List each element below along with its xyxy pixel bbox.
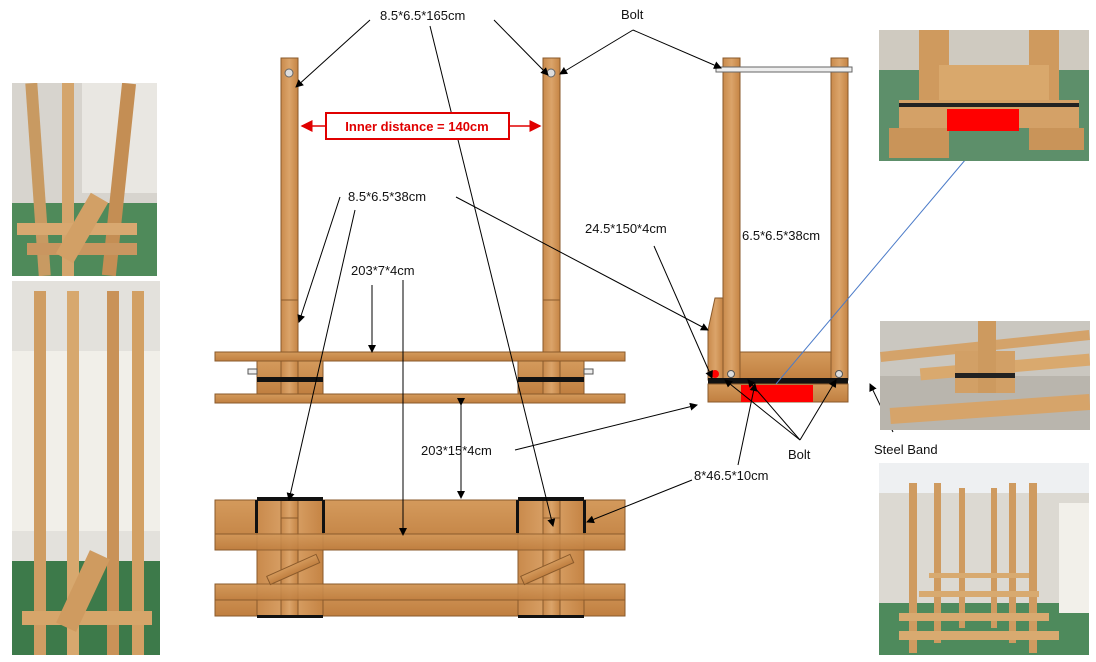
label-top-rail-dim: 203*7*4cm [351, 263, 415, 278]
bolt-icon [835, 370, 843, 378]
label-bottom-rail-dim: 203*15*4cm [421, 443, 492, 458]
steel-band [518, 497, 584, 501]
red-dot-icon [711, 370, 719, 378]
bottom-rail [214, 393, 626, 404]
photo-steel-band-right [880, 321, 1090, 430]
label-steel-band: Steel Band [874, 442, 938, 457]
left-post [280, 57, 299, 375]
inner-distance-box [325, 112, 510, 140]
label-board-dim: 24.5*150*4cm [585, 221, 667, 236]
steel-band [257, 377, 323, 382]
front-view [214, 57, 626, 404]
photo-base-closeup-top-right [879, 30, 1089, 161]
dimension-labels: 8.5*6.5*165cm Bolt 8.5*6.5*38cm 24.5*150… [348, 7, 938, 483]
label-post-dim: 8.5*6.5*165cm [380, 8, 465, 23]
leader-lines [286, 19, 983, 536]
bolt-icon [727, 370, 735, 378]
bolt-icon [546, 68, 556, 78]
label-bolt-bottom: Bolt [788, 447, 811, 462]
bolt-icon [284, 68, 294, 78]
label-side-post-dim: 6.5*6.5*38cm [742, 228, 820, 243]
inner-distance-callout: Inner distance = 140cm [300, 112, 542, 140]
top-view [214, 497, 626, 618]
bolt-bar [715, 66, 853, 73]
photo-rack-bottom-left [12, 281, 160, 655]
photo-rack-rows-bottom-right [879, 463, 1089, 655]
label-bolt-top: Bolt [621, 7, 644, 22]
side-block [739, 351, 832, 381]
inner-distance-label: Inner distance = 140cm [345, 119, 488, 134]
right-post [542, 57, 561, 375]
side-post-right [830, 57, 849, 381]
highlight-block [947, 109, 1019, 131]
steel-band [518, 377, 584, 382]
label-brace-dim: 8.5*6.5*38cm [348, 189, 426, 204]
photo-rack-top-left [12, 83, 157, 276]
label-block-dim: 8*46.5*10cm [694, 468, 768, 483]
side-post-left [722, 57, 741, 381]
side-board [707, 297, 724, 381]
highlight-block [741, 385, 813, 402]
top-rail [214, 351, 626, 362]
